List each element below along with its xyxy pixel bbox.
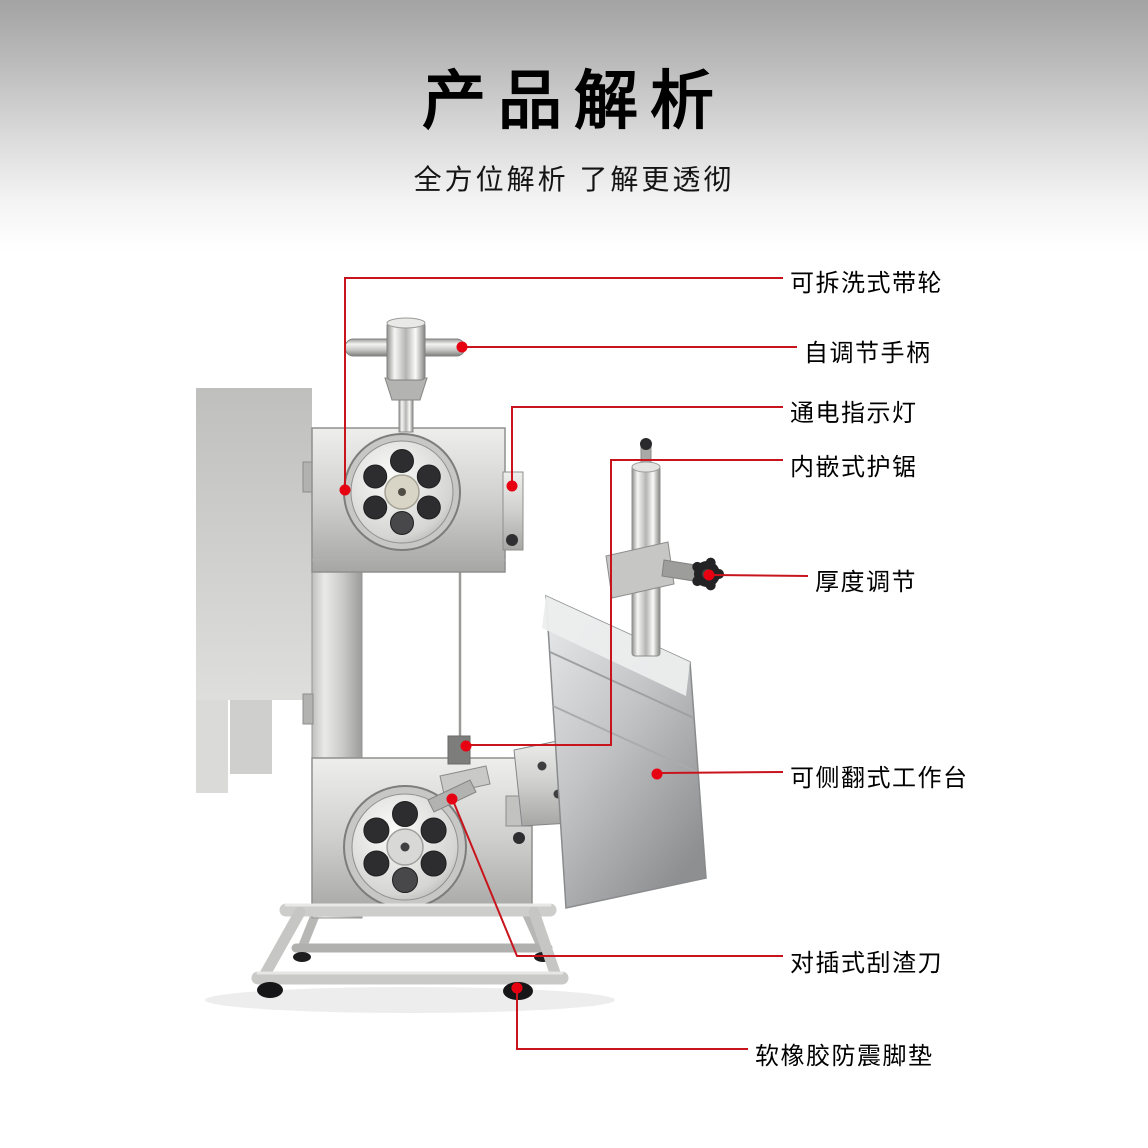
callout-line-flip-worktable bbox=[661, 771, 784, 774]
header-banner: 产品解析 全方位解析 了解更透彻 bbox=[0, 0, 1148, 252]
page-title: 产品解析 bbox=[422, 65, 726, 137]
callout-dot-flip-worktable bbox=[651, 768, 663, 780]
callout-dot-embedded-saw-guard bbox=[460, 740, 472, 752]
callout-dot-rubber-feet bbox=[511, 982, 523, 994]
thickness-adjuster bbox=[605, 438, 724, 657]
callout-line-rubber-feet bbox=[516, 993, 748, 1050]
callout-dot-thickness-adjust bbox=[703, 569, 715, 581]
callout-line-power-indicator bbox=[511, 406, 783, 481]
band-saw-machine bbox=[251, 317, 724, 1000]
callout-dot-removable-pulley bbox=[339, 484, 351, 496]
callout-line-embedded-saw-guard bbox=[471, 459, 783, 746]
callout-line-thickness-adjust bbox=[713, 574, 809, 577]
upper-wheel bbox=[343, 433, 461, 551]
callout-line-scraper-knife bbox=[453, 802, 783, 957]
power-indicator-light bbox=[506, 534, 518, 546]
photo-background bbox=[196, 388, 312, 793]
callout-dot-scraper-knife bbox=[446, 793, 458, 805]
callout-line-removable-pulley bbox=[344, 277, 783, 485]
callout-dot-self-adjust-handle bbox=[456, 341, 468, 353]
base-frame-front bbox=[251, 903, 569, 1000]
tension-handle bbox=[344, 317, 466, 433]
worktable bbox=[513, 438, 724, 909]
page-subtitle: 全方位解析 了解更透彻 bbox=[413, 164, 735, 195]
lower-wheel bbox=[343, 785, 467, 909]
door-hinge-bottom bbox=[302, 693, 314, 725]
callout-dot-power-indicator bbox=[506, 480, 518, 492]
door-latch-knob bbox=[513, 832, 525, 844]
callout-lines bbox=[339, 277, 809, 1050]
rubber-foot-left bbox=[257, 982, 283, 998]
